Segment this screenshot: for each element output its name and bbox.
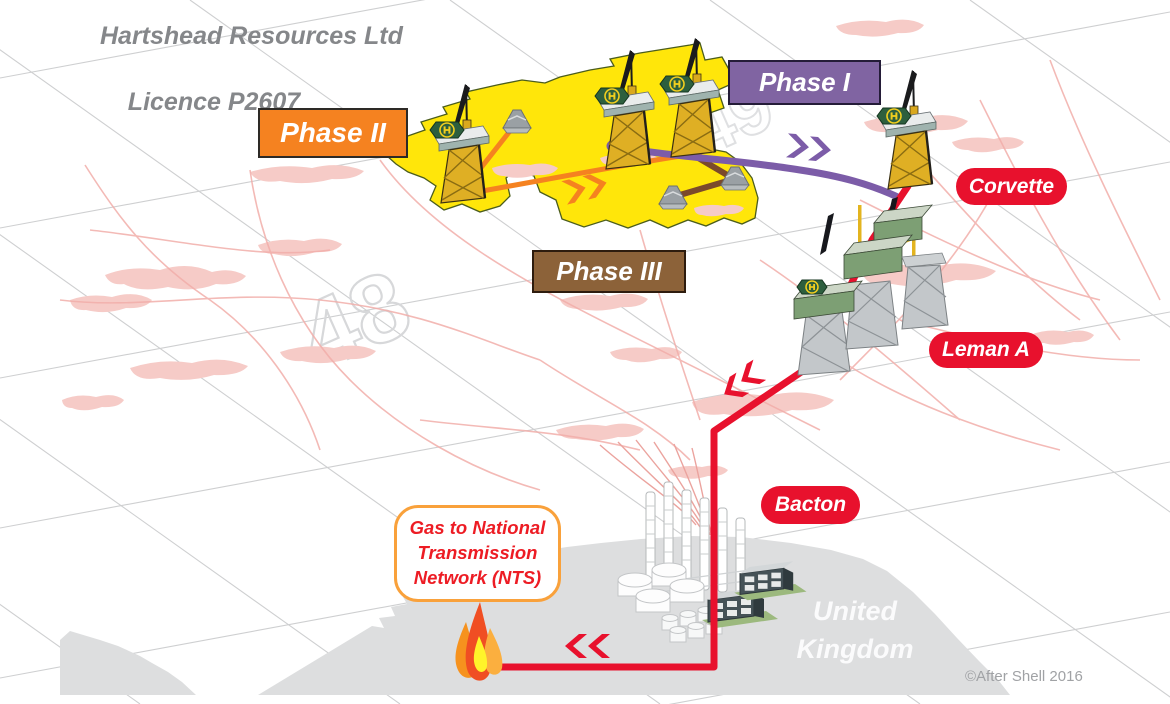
- leman-a-platform-complex: [793, 197, 949, 376]
- corvette-platform: [875, 68, 938, 191]
- gas-field-blobs: [62, 19, 1094, 479]
- bacton-terminal: [617, 481, 807, 643]
- phase1-flow-arrows: [785, 133, 832, 163]
- block-48-watermark: 48: [284, 250, 425, 391]
- terminal-buildings: [702, 561, 807, 628]
- storage-tanks: [617, 562, 705, 613]
- small-tank-bank: [661, 606, 723, 643]
- flare-flame-icon: [455, 602, 503, 681]
- united-kingdom-landmass: [60, 536, 1010, 695]
